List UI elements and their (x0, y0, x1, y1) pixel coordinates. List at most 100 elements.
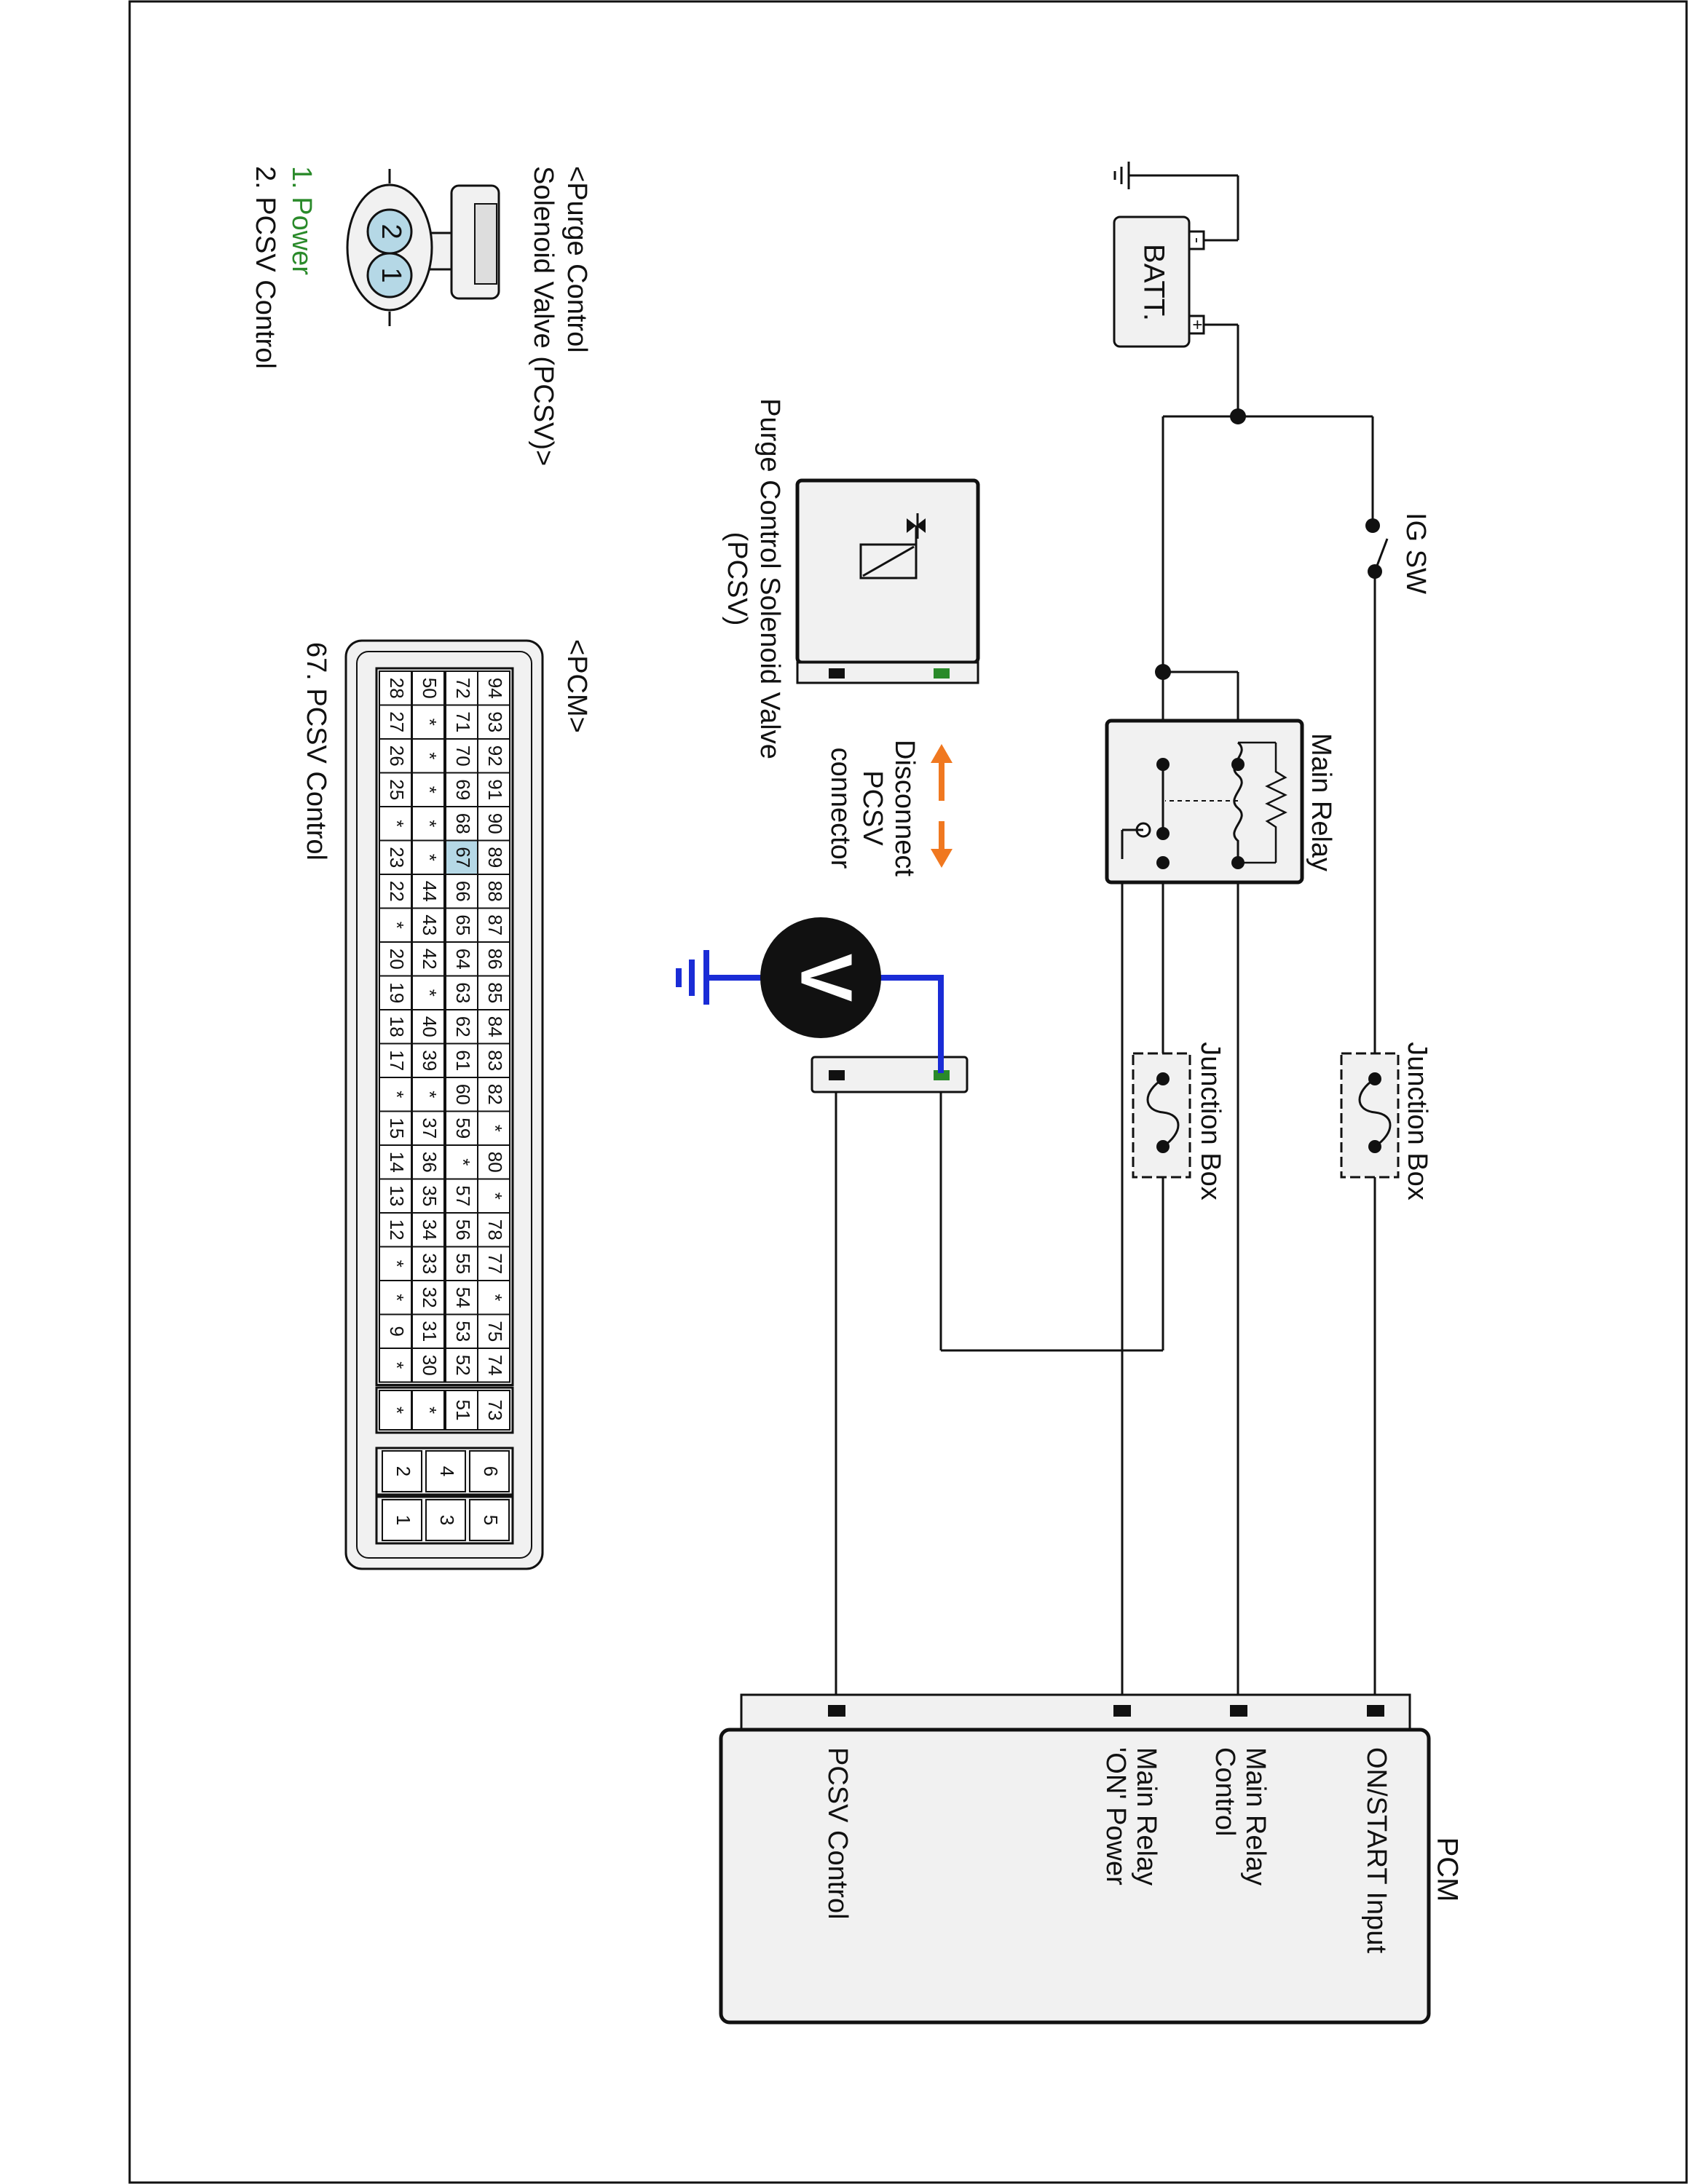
disconnect-arrows: Disconnect PCSV connector (825, 740, 953, 877)
pcm-pin-cell (379, 1280, 412, 1315)
pcm-pin-cell (411, 806, 445, 842)
pcm-pin-cell-label: * (419, 989, 441, 997)
pcm-pin-cell-label: 23 (386, 847, 408, 868)
pcm-pin-cell (445, 1280, 478, 1315)
pcm-pin-cell-label: 27 (386, 711, 408, 732)
pcm-pin-cell-label: 82 (484, 1084, 506, 1105)
pcsv-valve: Purge Control Solenoid Valve (PCSV) (722, 398, 980, 759)
pcsv-label-line2: (PCSV) (722, 532, 752, 626)
pcm-pin-cell-label: 73 (484, 1400, 506, 1421)
pcm-pin-cell (379, 738, 412, 774)
pcm-pin-cell (379, 975, 412, 1010)
pcm-pin-cell (477, 670, 510, 706)
pcm-pin-cell (477, 738, 510, 774)
pcm-pin-cell (445, 772, 478, 807)
pcm-pin-cell-label: 57 (452, 1185, 474, 1206)
pcm-pin-cell-label: 25 (386, 779, 408, 800)
pcm-pin-cell-label: 43 (419, 914, 441, 935)
pcm-pin-cell (445, 839, 478, 875)
pcm-pin-cell-label: 92 (484, 745, 506, 767)
pcm-pin-cell (477, 1313, 510, 1349)
battery-minus-label: - (1188, 237, 1207, 243)
pcsv-connector-title-1: <Purge Control (561, 166, 592, 353)
pcm-pin-cell-label: 69 (452, 779, 474, 800)
pcsv-pin-1 (934, 668, 950, 678)
pcm-pin-cell-label: 90 (484, 813, 506, 834)
pcm-pin-cell-label: 70 (452, 745, 474, 767)
pcm-pin-cell-label: 75 (484, 1321, 506, 1342)
pcm-pin-cell (379, 1313, 412, 1349)
pcsv-label-line1: Purge Control Solenoid Valve (754, 398, 785, 759)
pcm-pin-cell-label: 77 (484, 1253, 506, 1274)
pcm-pin-cell (477, 1009, 510, 1045)
pcm-pin-cell-label: 50 (419, 678, 441, 699)
junction-box-right: Junction Box (1340, 1042, 1432, 1200)
pcm-pin-cell-label: 56 (452, 1219, 474, 1241)
pcm-pin-cell-label: 53 (452, 1321, 474, 1342)
pcm-pin-cell (477, 1077, 510, 1112)
pcm-pin-cell (379, 839, 412, 875)
pcm-pin-cell-label: 87 (484, 914, 506, 935)
pcm-pin-cell-label: 22 (386, 881, 408, 902)
pcm-pin-cell (411, 1390, 445, 1431)
disconnect-label-line1: Disconnect (889, 740, 920, 877)
battery-label: BATT. (1137, 244, 1170, 321)
pcm-pin-relay-control-1: Main Relay (1240, 1747, 1271, 1886)
pcm-pin-cell-label: 4 (436, 1466, 458, 1476)
pcm-pin-cell (411, 670, 445, 706)
pcm-pin-cell-label: 18 (386, 1016, 408, 1037)
pcm-pin-cell-label: 91 (484, 779, 506, 800)
pcm-pin-cell-label: 67 (452, 847, 474, 868)
pcm-pin-block (375, 1447, 514, 1496)
pcm-pin-cell-label: 88 (484, 881, 506, 902)
pcm-pin-cell (379, 1348, 412, 1383)
pcm-pin-cell-label: * (386, 1260, 408, 1267)
pcm-connector-caption: 67. PCSV Control (301, 642, 331, 860)
pcm-pin-cell (382, 1499, 422, 1541)
pcm-pin-cell-label: * (386, 1091, 408, 1098)
pcm-pin-cell (445, 738, 478, 774)
pcm-pin-cell-label: 54 (452, 1287, 474, 1308)
circuit-wires (835, 174, 1376, 1711)
pcm-pin-cell-label: 72 (452, 678, 474, 699)
pcm-pin-cell-label: 5 (480, 1515, 502, 1525)
pcm-pin-cell (445, 806, 478, 842)
pcm-pin-cell-label: * (386, 1361, 408, 1369)
pcm-pin-cell-label: 80 (484, 1152, 506, 1173)
pcm-pin-cell (379, 1009, 412, 1045)
pcm-pin-block (375, 1495, 514, 1545)
pcm-pin-cell (477, 874, 510, 909)
pcm-pin-cell-label: 65 (452, 914, 474, 935)
disconnect-label-line2: PCSV (857, 770, 888, 846)
pcm-pin-cell-label: 60 (452, 1084, 474, 1105)
pcm-pin-cell-label: 34 (419, 1219, 441, 1241)
pcm-pin-cell-label: 2 (393, 1466, 414, 1476)
pcm-module: PCM ON/START Input Main Relay Control Ma… (719, 1693, 1463, 2025)
pcm-pin-cell (379, 1246, 412, 1281)
pcm-pin-cell-label: 63 (452, 982, 474, 1003)
pcm-pin-cell-label: 71 (452, 711, 474, 732)
ignition-switch: IG SW (1373, 513, 1431, 594)
pcm-pin-relay-on-2: 'ON' Power (1100, 1747, 1131, 1886)
pcm-title: PCM (1431, 1837, 1463, 1902)
pcm-pin-cell-label: 59 (452, 1117, 474, 1139)
pcm-pin-cell (425, 1450, 466, 1492)
pcsv-connector-pin-1-num: 1 (376, 267, 406, 282)
pcm-pin-cell-label: 35 (419, 1185, 441, 1206)
pcm-pin-cell (445, 1144, 478, 1180)
pcm-pin-relay-control-2: Control (1210, 1747, 1240, 1837)
battery-plus-label: + (1188, 320, 1207, 330)
pcm-pin-cell (379, 941, 412, 977)
pcm-pin-cell-label: * (484, 1125, 506, 1132)
pcm-pin-cell-label: 94 (484, 678, 506, 699)
pcm-pin-block (375, 667, 514, 1386)
pcm-pin-cell-label: * (419, 786, 441, 794)
pcm-pin-relay-on-1: Main Relay (1131, 1747, 1162, 1886)
pcm-connector-view: <PCM> 94939291908988878685848382*80*7877… (301, 639, 592, 1570)
pcsv-connector-pin-2-num: 2 (376, 223, 406, 239)
pcm-pin-cell (411, 1212, 445, 1248)
pcm-pin-cell-label: * (386, 820, 408, 827)
pcm-pin-cell-label: 30 (419, 1355, 441, 1376)
pcm-pin-cell (445, 1042, 478, 1078)
